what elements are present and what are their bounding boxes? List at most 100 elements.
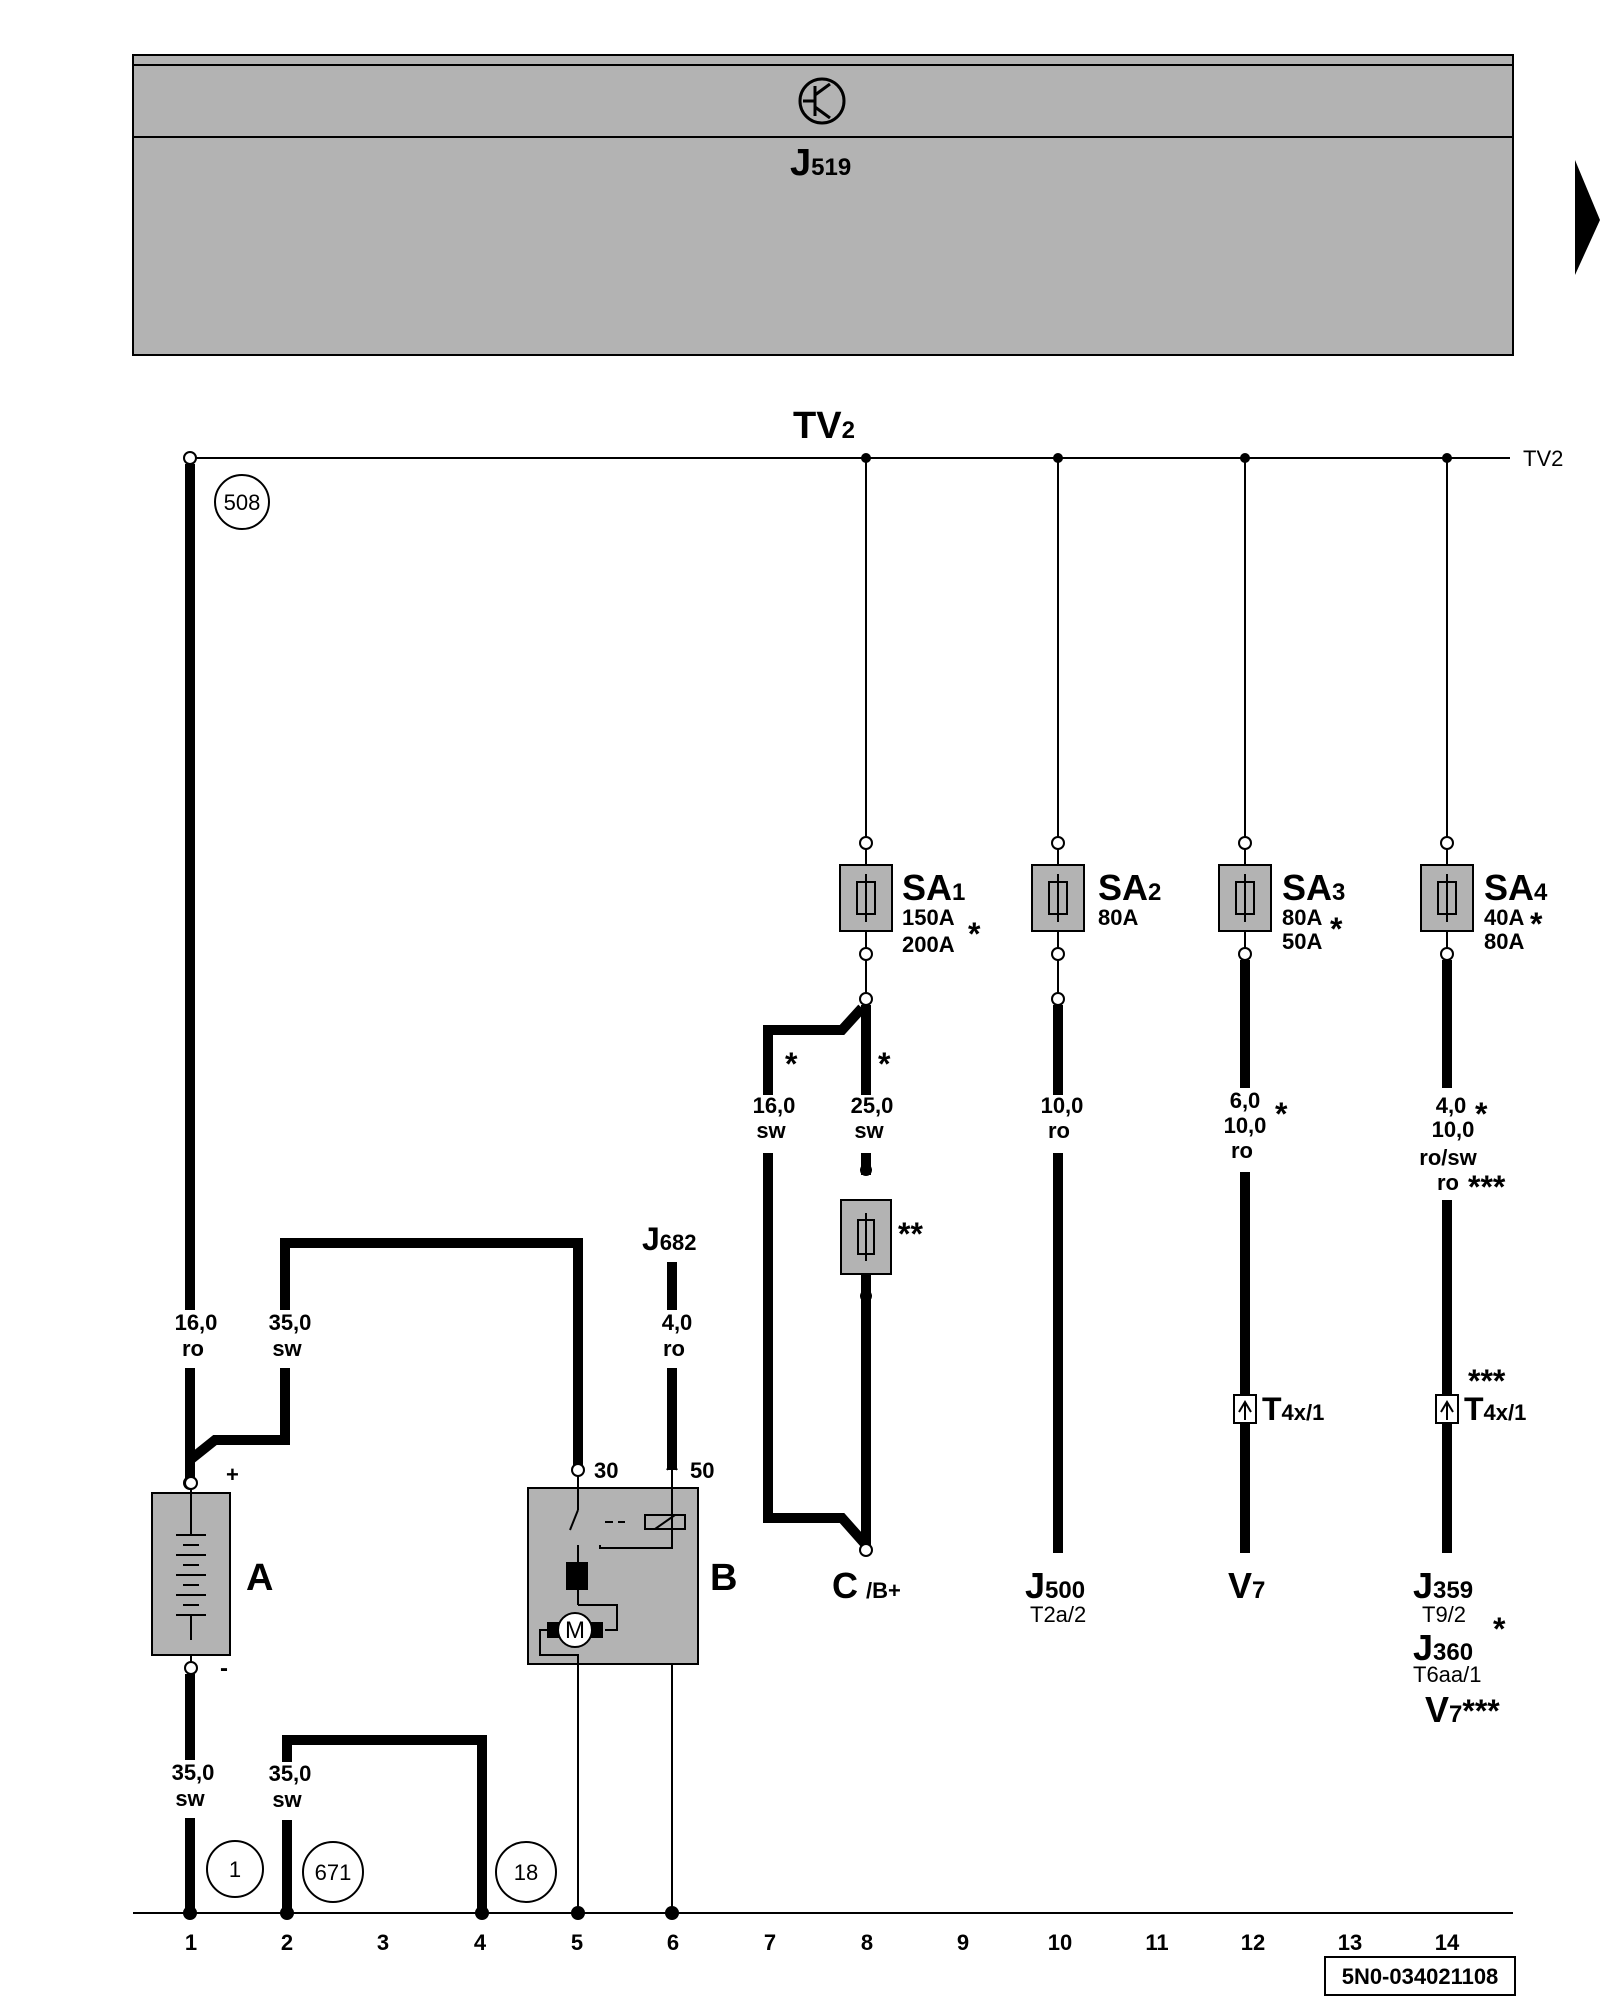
w12-star-mark: * bbox=[1275, 1096, 1288, 1132]
svg-text:18: 18 bbox=[514, 1860, 538, 1885]
svg-text:150A: 150A bbox=[902, 905, 955, 930]
column-number: 3 bbox=[377, 1930, 389, 1955]
busbar-tv2: TV2 TV2 bbox=[183, 405, 1563, 471]
wire-label-w14-size2: 10,0 bbox=[1432, 1117, 1475, 1142]
column-numbers: 1 2 3 4 5 6 7 8 9 10 11 12 13 14 bbox=[185, 1930, 1460, 1955]
wire-label-w1-top: 16,0 ro bbox=[168, 1310, 217, 1368]
svg-text:*: * bbox=[1330, 911, 1343, 947]
svg-text:SA1: SA1 bbox=[902, 867, 965, 908]
dest-j360: J360 bbox=[1413, 1627, 1473, 1668]
fuse-sa3[interactable]: SA3 80A 50A * bbox=[1218, 864, 1345, 954]
svg-text:80A: 80A bbox=[1484, 929, 1524, 954]
w7-star-mark: * bbox=[785, 1046, 798, 1082]
fuse-sa4[interactable]: SA4 40A 80A * bbox=[1420, 864, 1548, 954]
wire-label-w1-bot-color: sw bbox=[175, 1786, 205, 1811]
dest-j500: J500 bbox=[1025, 1565, 1085, 1606]
wire-label-w12-color: ro bbox=[1231, 1138, 1253, 1163]
svg-text:SA3: SA3 bbox=[1282, 867, 1345, 908]
column-number: 6 bbox=[667, 1930, 679, 1955]
destination-labels: C/B+ J500 T2a/2 V7 J359 T9/2 J360 * T6aa… bbox=[832, 1565, 1506, 1730]
wire-label-w1-bot-size: 35,0 bbox=[172, 1760, 215, 1785]
wire-col-10: 10,0 ro bbox=[1034, 458, 1084, 1553]
wire-label-w12-size2: 10,0 bbox=[1224, 1113, 1267, 1138]
starter-term-30-label: 30 bbox=[594, 1458, 618, 1483]
wire-col-14: 4,0 10,0 ro/sw ro * *** bbox=[1414, 458, 1506, 1553]
column-number: 4 bbox=[474, 1930, 487, 1955]
svg-text:T4x/1: T4x/1 bbox=[1262, 1391, 1324, 1427]
dest-v7b: V7*** bbox=[1425, 1689, 1500, 1730]
wire-label-w6-size: 4,0 bbox=[662, 1310, 693, 1335]
svg-text:M: M bbox=[565, 1617, 585, 1644]
header-band: J519 bbox=[132, 54, 1514, 356]
wire-label-w6-color: ro bbox=[663, 1336, 685, 1361]
wire-label-w8-color: sw bbox=[854, 1118, 884, 1143]
starter-b[interactable]: M 30 50 B bbox=[527, 1458, 737, 1665]
starter-label: B bbox=[710, 1557, 737, 1599]
j682-label: J682 bbox=[642, 1221, 697, 1257]
column-number: 2 bbox=[281, 1930, 293, 1955]
dest-c: C/B+ bbox=[832, 1565, 901, 1606]
footer-code: 5N0-034021108 bbox=[1342, 1964, 1499, 1989]
column-number: 13 bbox=[1338, 1930, 1362, 1955]
wire-label-w2-top-size: 35,0 bbox=[269, 1310, 312, 1335]
wire-col-12: 6,0 10,0 ro * bbox=[1218, 458, 1288, 1553]
w14-star-mark: * bbox=[1475, 1096, 1488, 1132]
wire-label-w12-size1: 6,0 bbox=[1230, 1088, 1261, 1113]
battery-plus-label: + bbox=[226, 1462, 239, 1487]
transistor-symbol-icon bbox=[798, 77, 846, 125]
wire-col-2-bottom: 35,0 sw bbox=[262, 1735, 487, 1913]
column-number: 9 bbox=[957, 1930, 969, 1955]
svg-text:16,0: 16,0 bbox=[175, 1310, 218, 1335]
dest-j360-pin: T6aa/1 bbox=[1413, 1662, 1482, 1687]
next-page-arrow-icon[interactable] bbox=[1575, 160, 1600, 275]
circle-ref-18: 18 bbox=[495, 1841, 557, 1903]
svg-text:SA2: SA2 bbox=[1098, 867, 1161, 908]
fuse-double-star-mark: ** bbox=[898, 1216, 923, 1252]
column-number: 12 bbox=[1241, 1930, 1265, 1955]
connector-t4x-col14: T4x/1 *** bbox=[1435, 1363, 1526, 1427]
dest-j500-pin: T2a/2 bbox=[1030, 1602, 1086, 1627]
w14-triple-star-mark: *** bbox=[1468, 1169, 1506, 1205]
svg-text:80A: 80A bbox=[1282, 905, 1322, 930]
svg-text:*: * bbox=[1530, 906, 1543, 942]
wire-label-w8-size: 25,0 bbox=[851, 1093, 894, 1118]
dest-v7: V7 bbox=[1228, 1565, 1265, 1606]
fuse-sa2[interactable]: SA2 80A bbox=[1031, 864, 1161, 932]
starter-term-50-label: 50 bbox=[690, 1458, 714, 1483]
fuse-sa1[interactable]: SA1 150A 200A * bbox=[839, 864, 981, 957]
wire-label-w7-size: 16,0 bbox=[753, 1093, 796, 1118]
busbar-end-label: TV2 bbox=[1523, 446, 1563, 471]
wire-label-w10-size: 10,0 bbox=[1041, 1093, 1084, 1118]
wire-label-w2-bot-size: 35,0 bbox=[269, 1761, 312, 1786]
svg-text:ro: ro bbox=[182, 1336, 204, 1361]
column-number: 10 bbox=[1048, 1930, 1072, 1955]
fuse-inline-col8[interactable]: ** bbox=[840, 1199, 923, 1275]
svg-text:1: 1 bbox=[229, 1857, 241, 1882]
svg-text:50A: 50A bbox=[1282, 929, 1322, 954]
t4x-col14-triple-star: *** bbox=[1468, 1363, 1506, 1399]
column-number: 5 bbox=[571, 1930, 583, 1955]
svg-text:40A: 40A bbox=[1484, 905, 1524, 930]
wire-col-2: 35,0 sw bbox=[262, 1238, 585, 1477]
dest-j359: J359 bbox=[1413, 1565, 1473, 1606]
svg-text:80A: 80A bbox=[1098, 905, 1138, 930]
dest-j360-star: * bbox=[1493, 1611, 1506, 1647]
wire-label-w7-color: sw bbox=[756, 1118, 786, 1143]
column-number: 8 bbox=[861, 1930, 873, 1955]
svg-text:508: 508 bbox=[224, 490, 261, 515]
busbar-label: TV2 bbox=[793, 405, 855, 447]
w8-star-mark: * bbox=[878, 1046, 891, 1082]
battery-a[interactable]: + - A bbox=[151, 1462, 273, 1682]
svg-text:*: * bbox=[968, 916, 981, 952]
wire-col-8: 25,0 sw 16,0 sw * * bbox=[746, 458, 894, 1557]
svg-text:671: 671 bbox=[315, 1860, 352, 1885]
wire-label-w2-top-color: sw bbox=[272, 1336, 302, 1361]
circle-ref-671: 671 bbox=[302, 1841, 364, 1903]
battery-minus-label: - bbox=[220, 1655, 228, 1682]
wire-label-w14-color2: ro bbox=[1437, 1170, 1459, 1195]
wire-label-w2-bot-color: sw bbox=[272, 1787, 302, 1812]
wire-col-6: 4,0 ro J682 bbox=[642, 1221, 700, 1913]
footer-code-box: 5N0-034021108 bbox=[1324, 1956, 1516, 1996]
circle-ref-1: 1 bbox=[206, 1840, 264, 1898]
